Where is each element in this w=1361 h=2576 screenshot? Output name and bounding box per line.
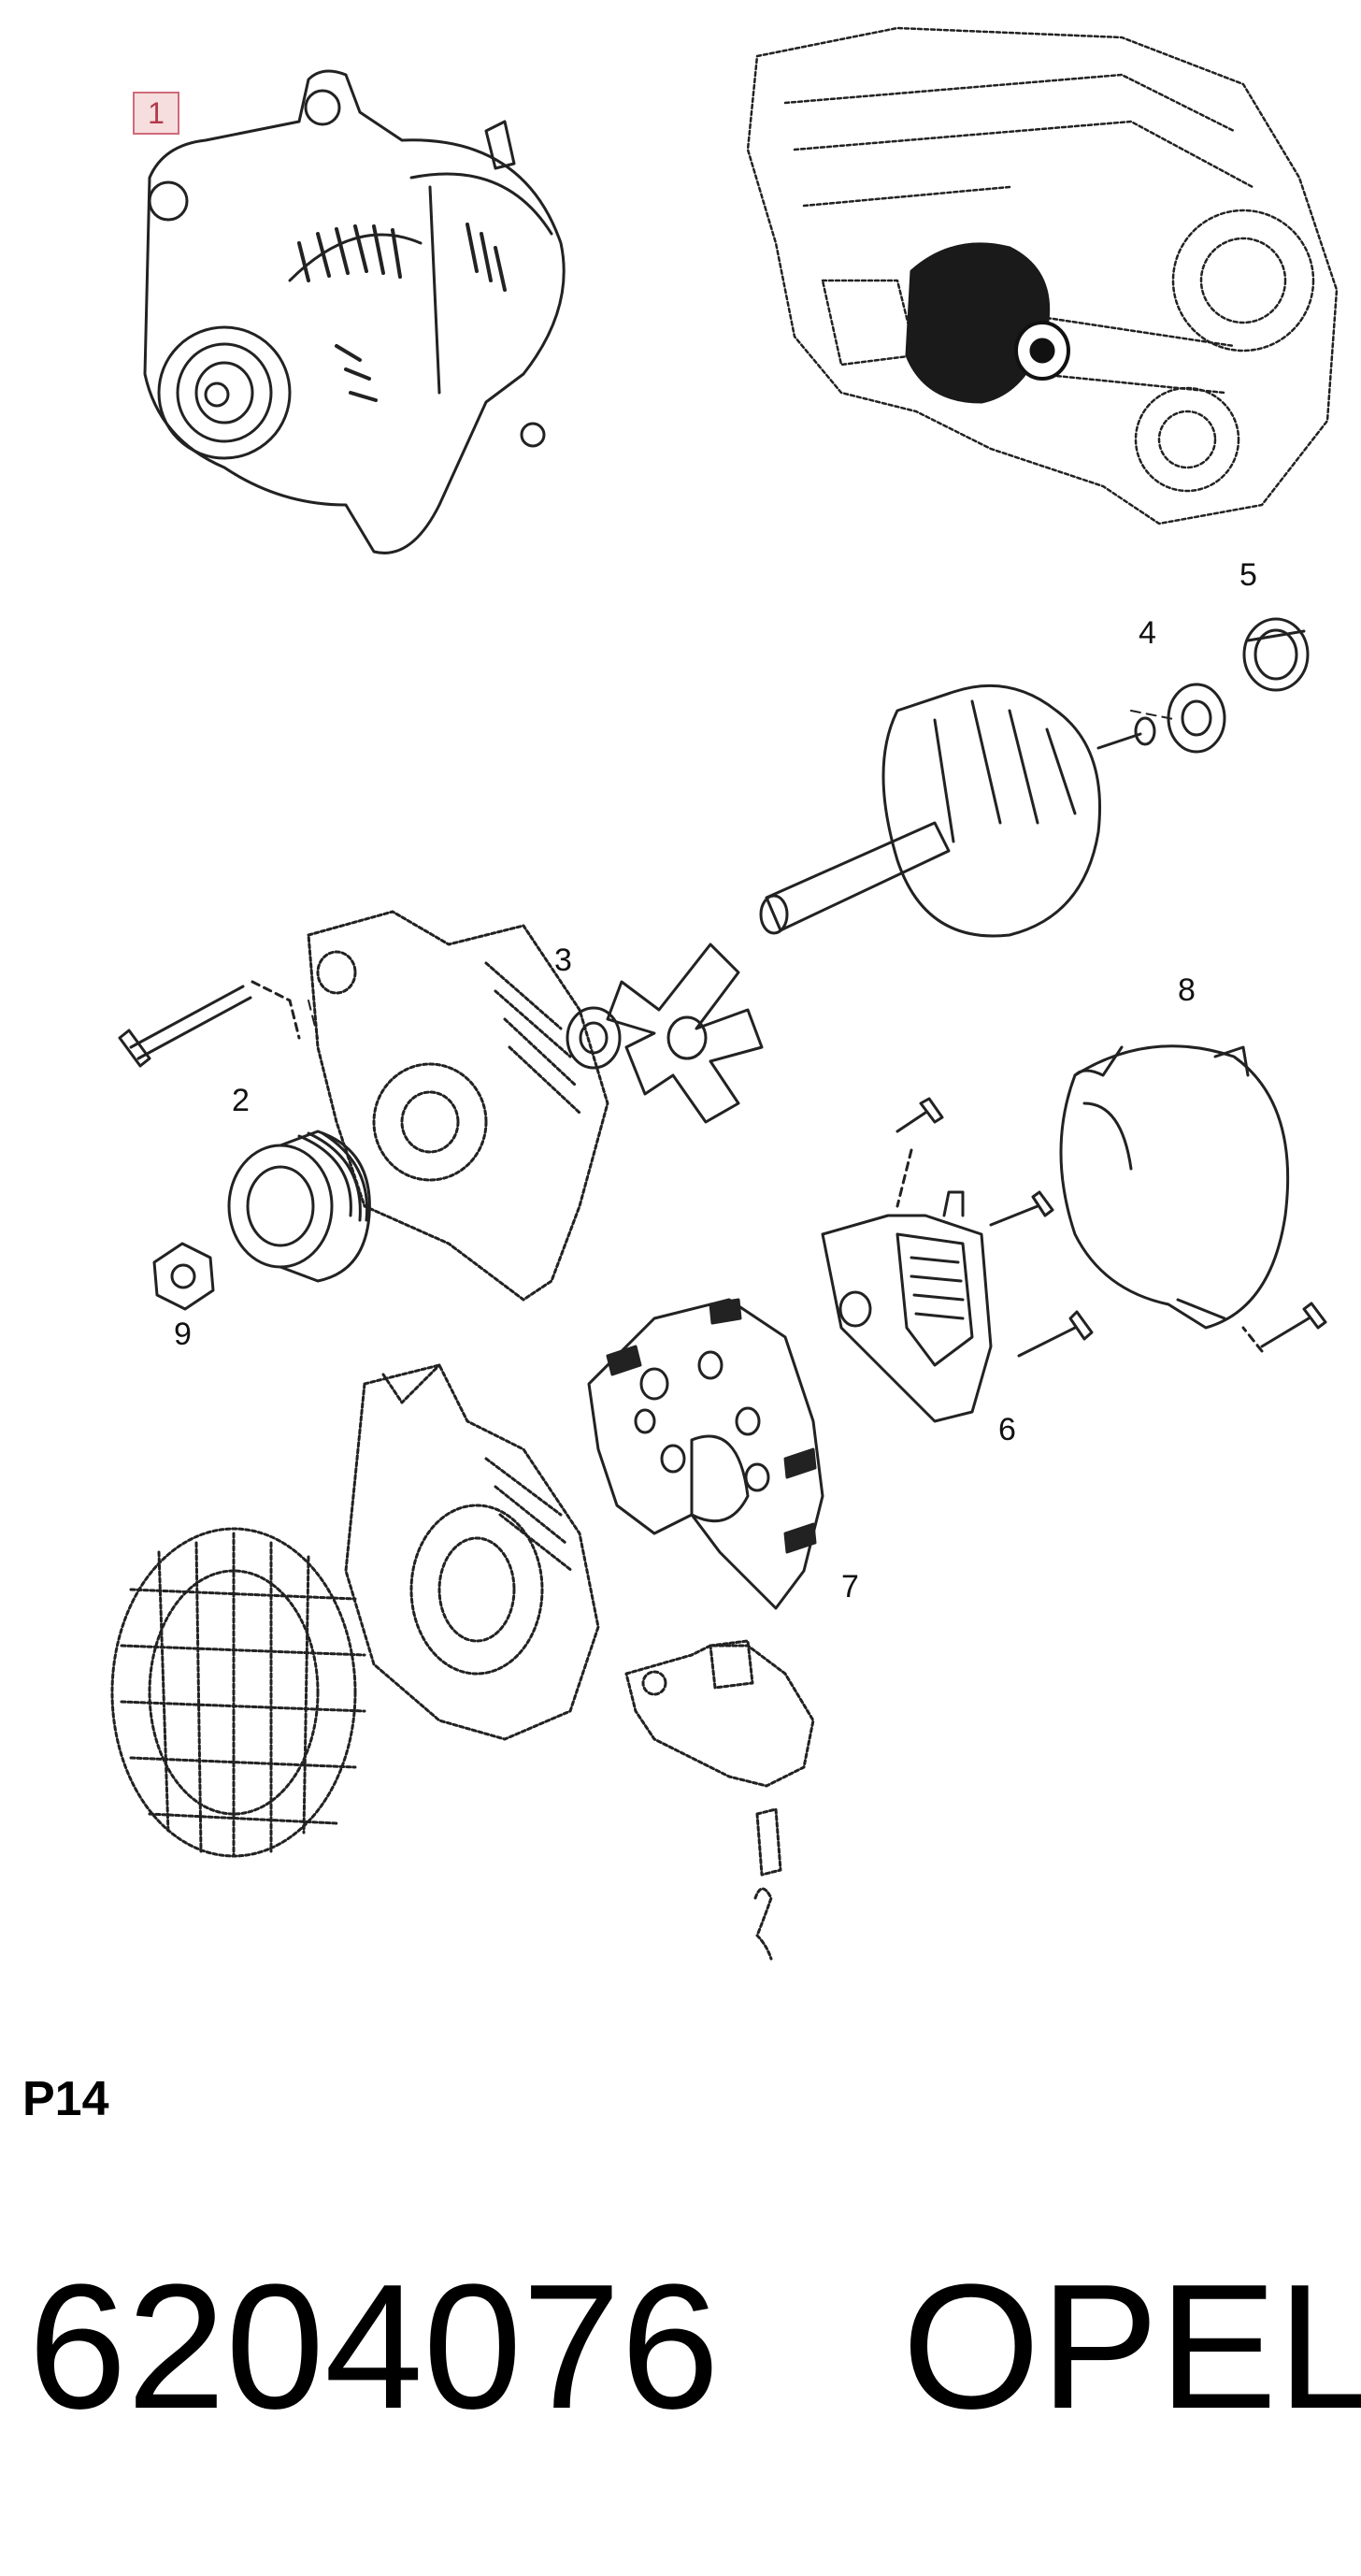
- pulley-nut: [152, 1242, 215, 1311]
- rear-cover: [1059, 1044, 1290, 1330]
- part-number: 6204076: [28, 2248, 720, 2446]
- assembled-alternator: [143, 69, 566, 554]
- brush-holder: [624, 1639, 815, 1961]
- callout-7: 7: [841, 1569, 859, 1605]
- bearing-cap: [1242, 617, 1310, 692]
- callout-8: 8: [1178, 972, 1196, 1008]
- callout-5: 5: [1239, 557, 1257, 593]
- callout-4: 4: [1139, 615, 1156, 651]
- alternator-fins: [297, 223, 507, 402]
- pulley: [227, 1130, 371, 1283]
- exploded-parts-diagram: 1 2 3 4 5 6 7 8 9: [110, 26, 1339, 1961]
- callout-9: 9: [174, 1317, 192, 1352]
- bearing-rear: [1167, 683, 1226, 754]
- brand-name: OPEL: [902, 2248, 1361, 2446]
- callout-3: 3: [554, 943, 572, 978]
- slip-ring-end-housing: [344, 1363, 600, 1741]
- assembly-guide-lines: [308, 710, 1179, 1039]
- callout-2: 2: [232, 1083, 250, 1118]
- drive-end-housing: [307, 910, 609, 1302]
- page-code: P14: [22, 2072, 109, 2126]
- voltage-regulator: [821, 1190, 993, 1423]
- fan: [606, 943, 764, 1124]
- rectifier: [587, 1298, 824, 1610]
- stator: [110, 1527, 366, 1858]
- rotor-assembly: [759, 684, 1156, 938]
- callout-1: 1: [133, 92, 179, 135]
- engine-highlighted-alternator: [905, 242, 1070, 404]
- through-bolt: [118, 980, 301, 1068]
- diagram-drawing: [110, 26, 1339, 1961]
- callout-6: 6: [998, 1412, 1016, 1447]
- engine-sketch: [746, 26, 1339, 525]
- small-screws: [895, 1097, 1327, 1358]
